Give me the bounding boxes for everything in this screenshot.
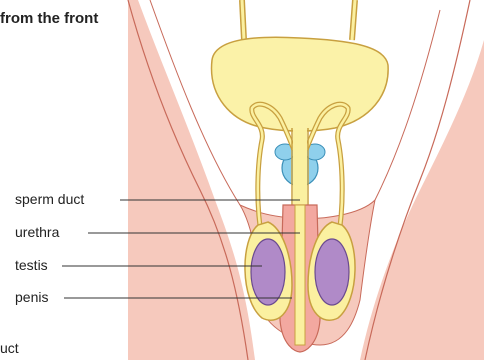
label-urethra: urethra xyxy=(15,224,59,240)
left-testis xyxy=(251,239,285,305)
label-sperm-duct: sperm duct xyxy=(15,191,84,207)
urethra-in-penis xyxy=(295,205,305,345)
cropped-text: uct xyxy=(0,340,19,356)
label-penis: penis xyxy=(15,289,48,305)
diagram-title: from the front xyxy=(0,10,98,27)
bladder xyxy=(212,37,389,131)
left-ureter-fill xyxy=(242,0,244,40)
right-testis xyxy=(315,239,349,305)
label-testis: testis xyxy=(15,257,48,273)
